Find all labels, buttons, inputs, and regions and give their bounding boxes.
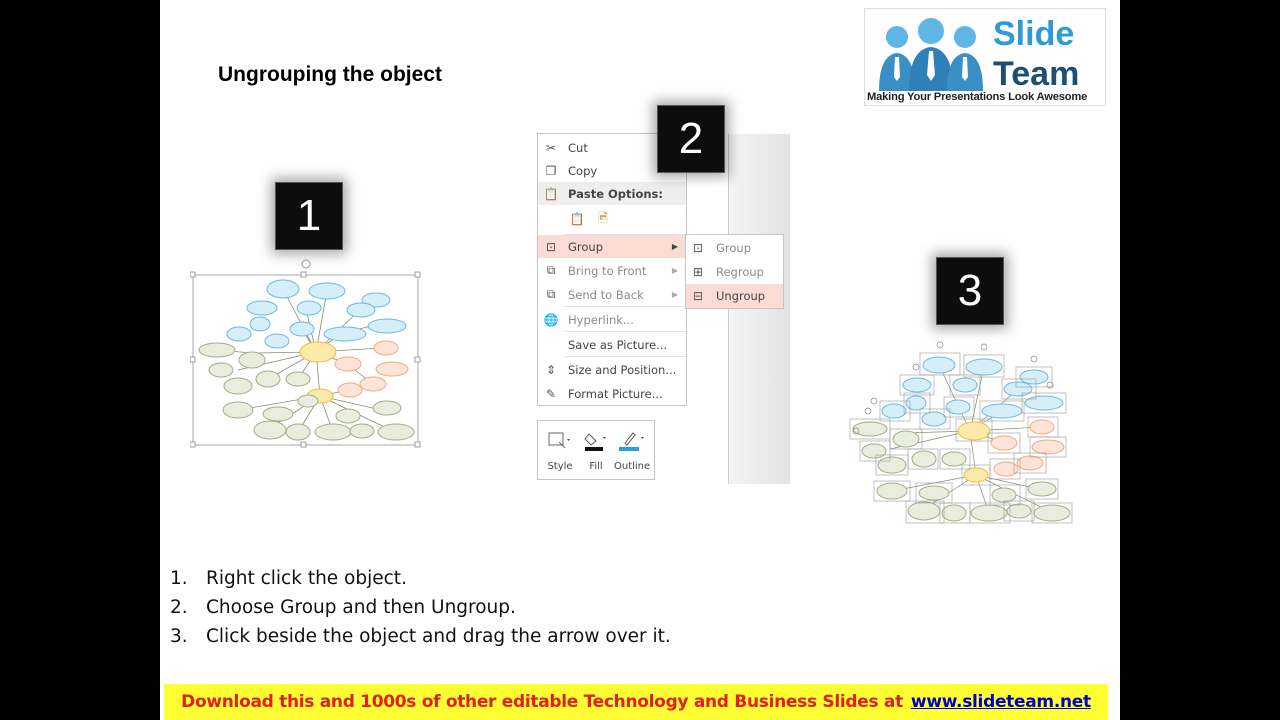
people-logo-icon [879, 18, 983, 91]
menu-item-save-as-picture[interactable]: Save as Picture... [538, 333, 686, 356]
fill-label: Fill [589, 461, 603, 472]
paste-options-row: 📋 🖻 [538, 206, 686, 232]
fill-button[interactable]: Fill [578, 427, 614, 475]
menu-item-label: Cut [568, 140, 588, 155]
menu-item-size-and-position[interactable]: ⇕ Size and Position... [538, 358, 686, 381]
menu-paste-options-header: 📋 Paste Options: [538, 182, 686, 205]
copy-icon: ❐ [545, 163, 557, 178]
context-menu: ✂ Cut ❐ Copy 📋 Paste Options: 📋 🖻 ⊡ Grou… [537, 133, 687, 406]
menu-item-format-picture[interactable]: ✎ Format Picture... [538, 382, 686, 405]
submenu-item-group[interactable]: ⊡ Group [686, 236, 783, 260]
slideteam-logo: Slide Team Making Your Presentations Loo… [864, 8, 1106, 106]
submenu-item-label: Group [716, 241, 752, 255]
slide-title: Ungrouping the object [218, 63, 442, 86]
slide: Ungrouping the object Slide Team Making … [160, 0, 1120, 720]
menu-item-send-to-back[interactable]: ⧉ Send to Back ▶ [538, 283, 686, 306]
instruction-number: 2. [170, 597, 188, 618]
regroup-icon: ⊞ [692, 265, 704, 279]
instruction-number: 3. [170, 626, 188, 647]
instruction-item: 2. Choose Group and then Ungroup. [170, 597, 671, 626]
instruction-list: 1. Right click the object. 2. Choose Gro… [170, 568, 671, 655]
menu-separator [564, 234, 686, 235]
submenu-item-regroup[interactable]: ⊞ Regroup [686, 260, 783, 284]
menu-item-group[interactable]: ⊡ Group ▶ [538, 235, 686, 258]
style-icon [542, 427, 578, 455]
menu-item-label: Copy [568, 163, 598, 178]
instruction-item: 3. Click beside the object and drag the … [170, 626, 671, 655]
submenu-item-label: Regroup [716, 265, 764, 279]
grouped-mindmap-diagram[interactable] [190, 256, 422, 452]
menu-item-label: Send to Back [568, 287, 644, 302]
paste-keep-format-icon[interactable]: 📋 [569, 212, 585, 226]
fill-icon [578, 427, 614, 455]
menu-item-bring-to-front[interactable]: ⧉ Bring to Front ▶ [538, 259, 686, 282]
group-submenu: ⊡ Group ⊞ Regroup ⊟ Ungroup [685, 234, 784, 309]
menu-separator [564, 306, 686, 307]
outline-label: Outline [614, 461, 651, 472]
menu-item-hyperlink[interactable]: 🌐 Hyperlink... [538, 308, 686, 331]
submenu-arrow-icon: ▶ [671, 242, 678, 251]
group-icon: ⊡ [692, 241, 704, 255]
logo-tagline: Making Your Presentations Look Awesome [867, 91, 1088, 103]
logo-word-slide: Slide [993, 15, 1075, 53]
submenu-item-label: Ungroup [716, 289, 766, 303]
menu-item-label: Format Picture... [568, 386, 663, 401]
instruction-number: 1. [170, 568, 188, 589]
menu-separator [564, 356, 686, 357]
style-button[interactable]: Style [542, 427, 578, 475]
bring-front-icon: ⧉ [546, 263, 556, 277]
menu-item-label: Hyperlink... [568, 312, 634, 327]
outline-button[interactable]: Outline [614, 427, 650, 475]
menu-item-label: Save as Picture... [568, 337, 668, 352]
logo-word-team: Team [993, 55, 1080, 93]
send-back-icon: ⧉ [546, 287, 556, 301]
instruction-item: 1. Right click the object. [170, 568, 671, 597]
download-banner: Download this and 1000s of other editabl… [164, 684, 1108, 720]
hyperlink-icon: 🌐 [543, 312, 559, 327]
format-picture-icon: ✎ [545, 386, 557, 401]
step-badge-1: 1 [275, 182, 343, 250]
menu-item-label: Group [568, 239, 604, 254]
ungrouped-mindmap-diagram[interactable] [844, 333, 1090, 533]
instruction-text: Click beside the object and drag the arr… [206, 626, 671, 647]
menu-item-label: Bring to Front [568, 263, 647, 278]
step-badge-2: 2 [657, 105, 725, 173]
menu-item-copy[interactable]: ❐ Copy [538, 159, 686, 182]
slideteam-link[interactable]: www.slideteam.net [910, 692, 1091, 712]
menu-backdrop-panel [728, 134, 790, 484]
banner-text: Download this and 1000s of other editabl… [181, 692, 903, 712]
scissors-icon: ✂ [545, 140, 557, 155]
instruction-text: Right click the object. [206, 568, 407, 589]
paste-picture-icon[interactable]: 🖻 [598, 210, 608, 225]
ungroup-icon: ⊟ [692, 289, 704, 303]
mini-toolbar: Style Fill Outline [537, 420, 655, 480]
style-label: Style [547, 461, 573, 472]
size-position-icon: ⇕ [545, 362, 557, 377]
menu-item-label: Paste Options: [568, 186, 664, 201]
menu-item-label: Size and Position... [568, 362, 677, 377]
submenu-arrow-icon: ▶ [671, 290, 678, 299]
submenu-item-ungroup[interactable]: ⊟ Ungroup [686, 284, 783, 308]
group-icon: ⊡ [545, 239, 557, 254]
outline-icon [614, 427, 650, 455]
paste-icon: 📋 [543, 186, 559, 201]
submenu-arrow-icon: ▶ [671, 266, 678, 275]
instruction-text: Choose Group and then Ungroup. [206, 597, 516, 618]
menu-item-cut[interactable]: ✂ Cut [538, 136, 686, 159]
menu-separator [564, 331, 686, 332]
step-badge-3: 3 [936, 257, 1004, 325]
